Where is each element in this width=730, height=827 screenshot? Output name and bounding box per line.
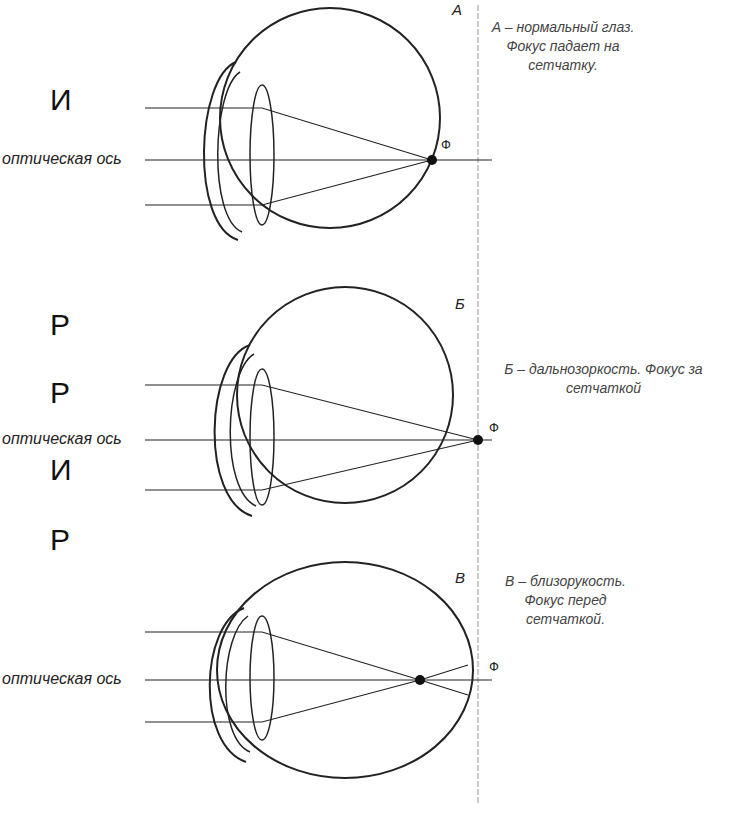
background-letter: Р xyxy=(50,310,70,340)
eyeball-outline xyxy=(217,562,473,778)
cornea-inner xyxy=(226,616,250,752)
retina-reference-line xyxy=(478,5,479,805)
background-letter: И xyxy=(50,455,72,485)
panel-caption: Б – дальнозоркость. Фокус за сетчаткой xyxy=(486,360,721,398)
eye-lens xyxy=(250,85,274,225)
panel-caption: В – близорукость. Фокус перед сетчаткой. xyxy=(498,572,633,629)
panel-caption: А – нормальный глаз. Фокус падает на сет… xyxy=(488,18,638,75)
background-letter: Р xyxy=(50,525,70,555)
panel-letter: А xyxy=(452,2,462,19)
focus-label: Ф xyxy=(488,660,500,674)
light-rays xyxy=(145,108,492,205)
cornea-inner xyxy=(218,72,242,232)
axis-label: оптическая ось xyxy=(2,670,122,688)
cornea-outer xyxy=(204,62,238,240)
light-rays xyxy=(145,632,492,722)
focus-label: Ф xyxy=(440,138,452,152)
focus-dot xyxy=(427,155,437,165)
panel-letter: В xyxy=(455,570,465,587)
light-rays xyxy=(145,385,492,490)
axis-label: оптическая ось xyxy=(2,150,122,168)
eye-lens xyxy=(250,369,274,505)
panel-letter: Б xyxy=(455,296,465,313)
background-letter: Р xyxy=(50,378,70,408)
cornea-outer xyxy=(210,608,246,762)
eyeball-outline xyxy=(220,8,440,228)
focus-dot xyxy=(415,675,425,685)
cornea-inner xyxy=(230,354,256,506)
axis-label: оптическая ось xyxy=(2,430,122,448)
background-letter: И xyxy=(50,85,72,115)
focus-dot xyxy=(473,435,483,445)
focus-label: Ф xyxy=(488,421,500,435)
